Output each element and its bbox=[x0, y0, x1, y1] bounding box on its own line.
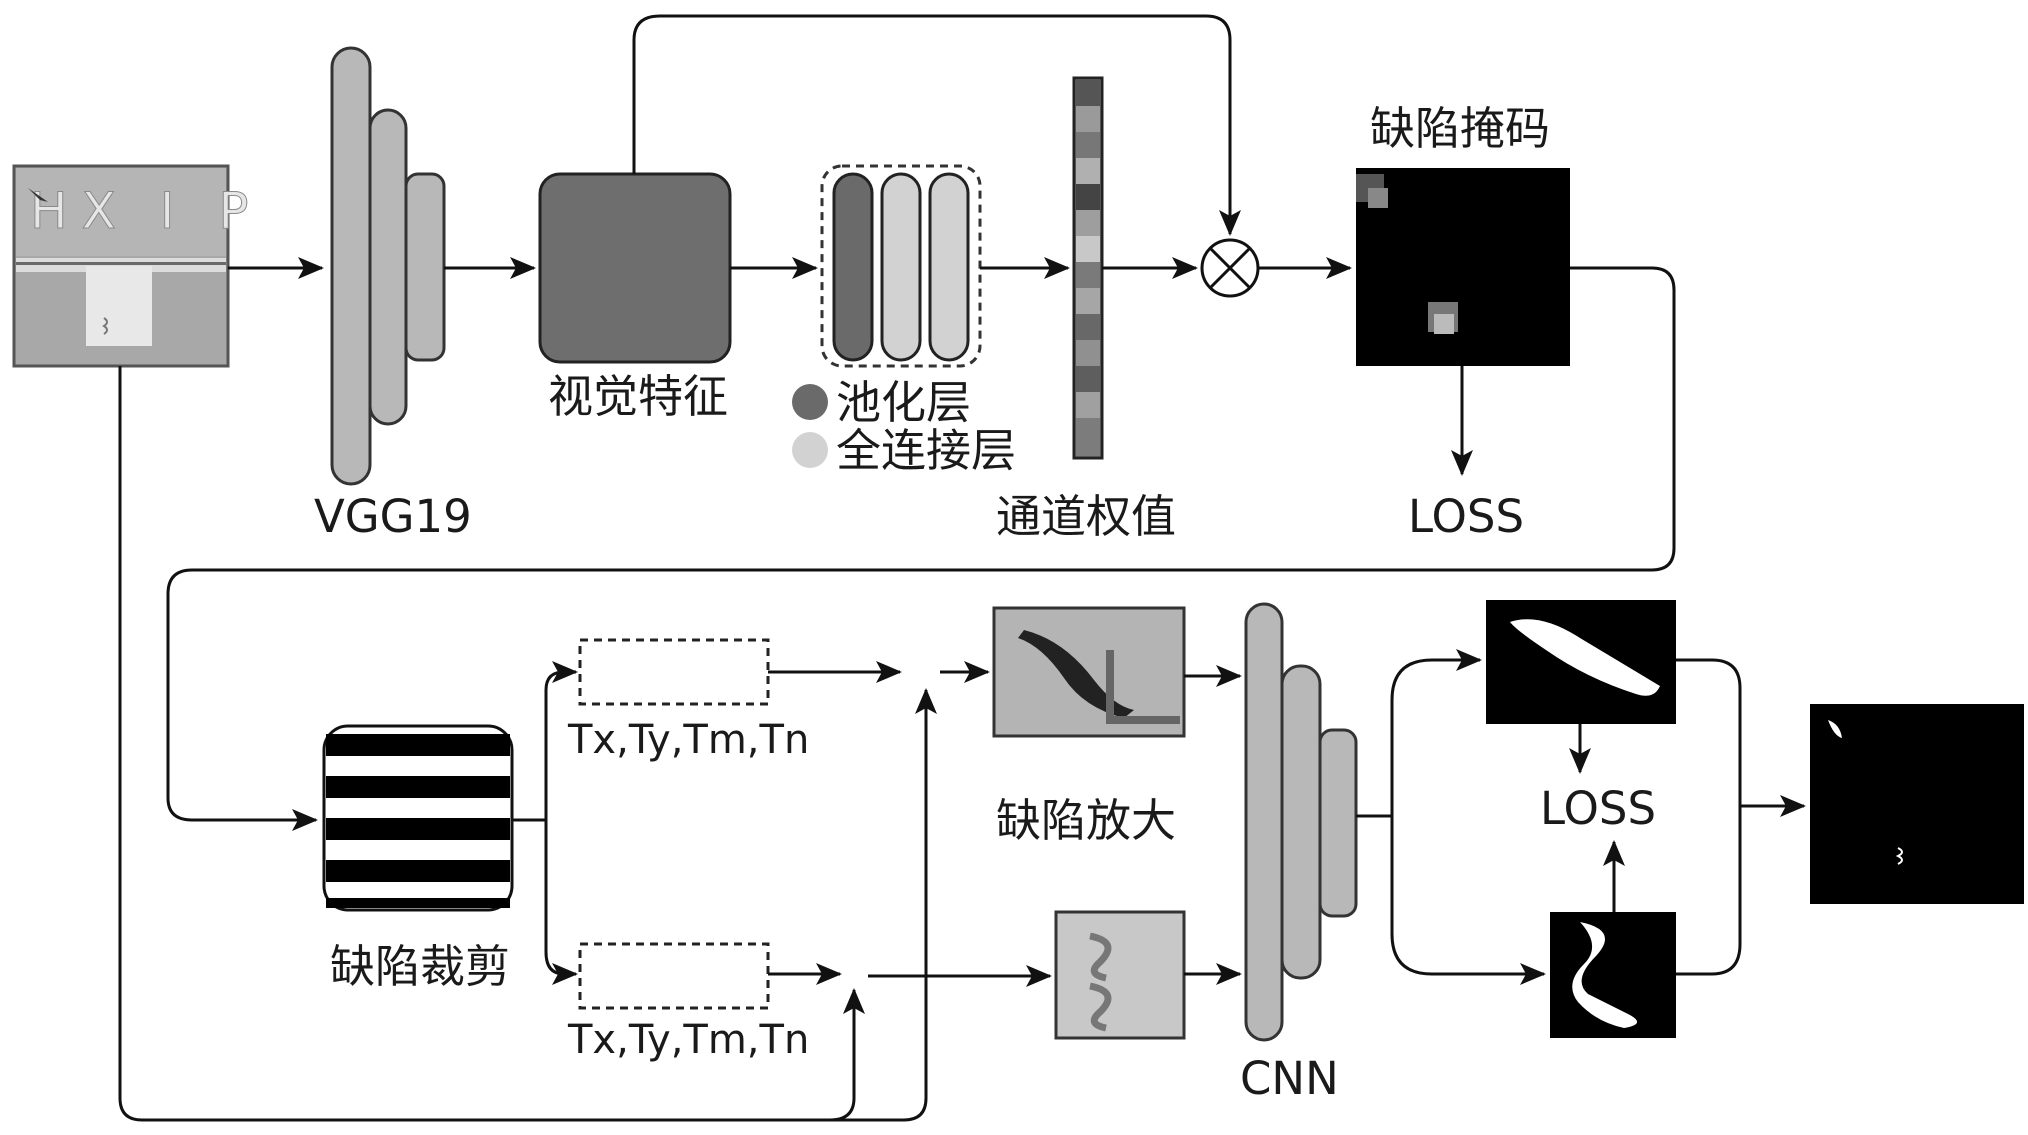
zoomed-patch-bottom bbox=[1054, 910, 1186, 1040]
transform-top-label: Tx,Ty,Tm,Tn bbox=[568, 717, 810, 763]
channel-weights-vector bbox=[1072, 76, 1104, 460]
defect-crop-label: 缺陷裁剪 bbox=[330, 940, 511, 993]
loss-bottom-label: LOSS bbox=[1540, 782, 1657, 835]
cnn-label: CNN bbox=[1240, 1052, 1339, 1105]
input-image: HX I P bbox=[12, 164, 263, 368]
multiply-operator bbox=[1200, 238, 1260, 298]
segmentation-bottom bbox=[1550, 912, 1676, 1038]
vgg19-label: VGG19 bbox=[314, 490, 472, 543]
defect-mask-label: 缺陷掩码 bbox=[1370, 102, 1551, 155]
cnn-block bbox=[1244, 602, 1358, 1042]
visual-features-label: 视觉特征 bbox=[548, 370, 729, 423]
pooling-legend-dot bbox=[792, 384, 828, 420]
fc-legend-label: 全连接层 bbox=[836, 424, 1017, 477]
zoomed-patch-top bbox=[992, 606, 1186, 738]
visual-features-block bbox=[538, 172, 732, 364]
defect-zoom-label: 缺陷放大 bbox=[996, 794, 1177, 847]
transform-box-bottom bbox=[578, 942, 770, 1010]
defect-mask-image bbox=[1356, 168, 1570, 366]
connectors bbox=[118, 14, 1806, 1122]
channel-weights-label: 通道权值 bbox=[996, 490, 1177, 543]
pooling-bar bbox=[832, 172, 874, 362]
transform-bottom-label: Tx,Ty,Tm,Tn bbox=[568, 1017, 810, 1063]
vgg19-block bbox=[330, 46, 446, 486]
loss-top-label: LOSS bbox=[1408, 490, 1525, 543]
input-image-text: HX I P bbox=[30, 182, 263, 240]
fc-legend-dot bbox=[792, 432, 828, 468]
fc-bar-2 bbox=[928, 172, 970, 362]
pool-fc-group bbox=[820, 164, 982, 368]
final-output-image bbox=[1810, 704, 2024, 904]
defect-crop-block bbox=[322, 724, 514, 912]
fc-bar-1 bbox=[880, 172, 922, 362]
segmentation-top bbox=[1486, 600, 1676, 724]
transform-box-top bbox=[578, 638, 770, 706]
pooling-legend-label: 池化层 bbox=[836, 376, 972, 429]
